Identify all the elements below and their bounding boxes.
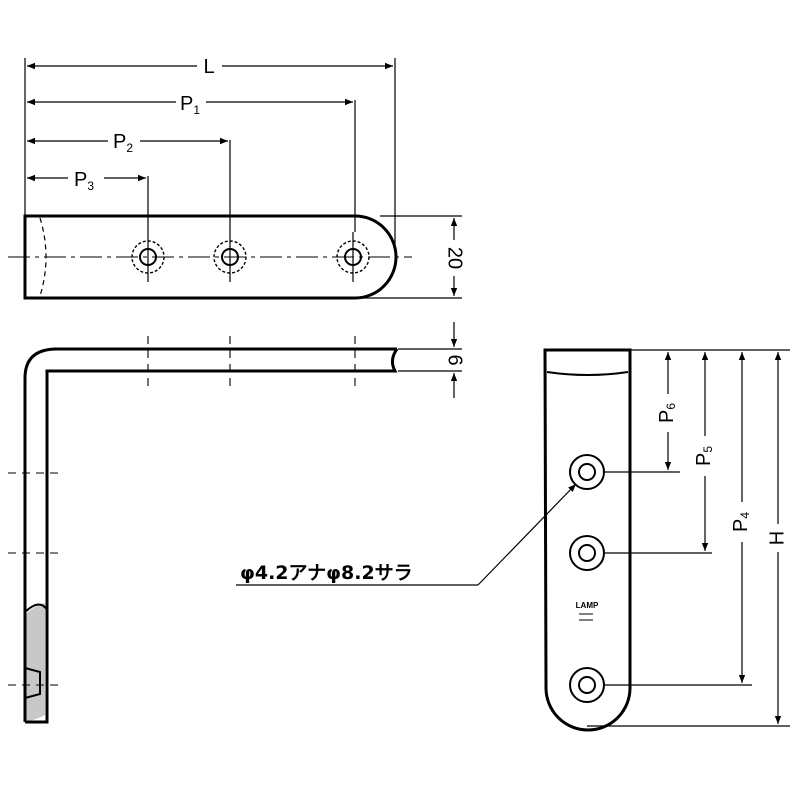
- countersink-section: [24, 603, 48, 699]
- side-view: 6: [8, 322, 466, 724]
- countersunk-hole: [336, 232, 370, 282]
- dim-thickness-label: 6: [444, 354, 466, 365]
- bracket-top-outline: [23, 214, 398, 300]
- section-fill: [25, 603, 45, 722]
- bracket-front-outline: [543, 348, 632, 732]
- dim-P6-label: P6: [656, 403, 678, 423]
- countersunk-hole: [213, 232, 247, 282]
- countersunk-hole: [131, 232, 165, 282]
- bend-line: [546, 371, 629, 376]
- dim-P3-label: P3: [74, 169, 94, 193]
- dim-H-label: H: [766, 531, 788, 545]
- bracket-side-outer: [23, 347, 397, 722]
- hole-note: φ4.2アナφ8.2サラ: [240, 562, 413, 584]
- front-view: LAMP P6 P5 P4 H φ4.2アナφ8.2サラ: [236, 348, 790, 732]
- dim-P5-label: P5: [693, 446, 715, 466]
- leader-line: [477, 483, 577, 586]
- countersunk-hole: [569, 535, 605, 571]
- countersunk-hole: [569, 454, 605, 490]
- dim-L-label: L: [203, 56, 214, 78]
- countersunk-hole: [569, 667, 605, 703]
- top-view: L P1 P2 P3: [8, 56, 466, 300]
- dim-P1-label: P1: [180, 93, 200, 117]
- dim-P2-label: P2: [113, 131, 133, 155]
- logo-stamp: LAMP: [576, 601, 599, 610]
- dim-width-label: 20: [444, 247, 466, 269]
- bracket-side-inner: [25, 348, 399, 724]
- dim-P4-label: P4: [730, 512, 752, 532]
